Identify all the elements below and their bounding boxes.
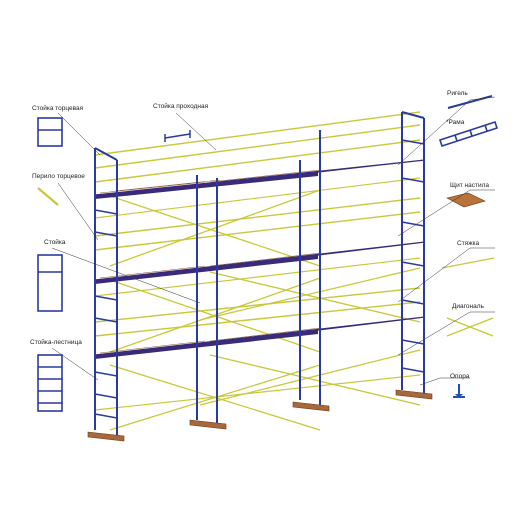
deck-bottom-front [95, 330, 318, 359]
diagonal-braces [109, 189, 421, 431]
base-pad-1 [87, 431, 125, 442]
label-styazhka: Стяжка [457, 240, 480, 247]
deck-top [94, 159, 426, 196]
base-pads [87, 389, 433, 442]
label-opora: Опора [450, 373, 470, 380]
guard-rails [94, 111, 421, 337]
label-diagonal: Диагональ [452, 303, 484, 310]
labels: Ригель *Рама Стойка торцевая Стойка прох… [30, 90, 489, 380]
label-stoika-prokhodnaya: Стойка проходная [153, 102, 209, 110]
rigel-icon [447, 95, 493, 109]
label-rama: *Рама [446, 119, 465, 126]
label-perilo-tortsevoe: Перило торцевое [32, 173, 85, 180]
perilo-tortsevoe-icon [37, 187, 59, 206]
opora-icon [453, 384, 465, 398]
styazhka-icon [441, 257, 495, 269]
stoika-tortsevaya-icon [37, 117, 63, 147]
scaffold-assembly [87, 111, 433, 442]
label-stoika-lestnitsa: Стойка-лестница [30, 338, 82, 346]
base-pad-4 [395, 389, 433, 400]
deck-top-front [95, 172, 318, 199]
leader-lines [51, 96, 496, 386]
deck-middle [94, 241, 426, 281]
shchit-nastila-icon [446, 192, 486, 208]
deck-boards [94, 159, 426, 359]
diagonal-icon [446, 317, 494, 337]
label-shchit-nastila: Щит настила [450, 182, 489, 189]
lower-rails [94, 177, 421, 411]
deck-middle-front [95, 255, 318, 284]
stoika-lestnitsa-icon [37, 354, 63, 412]
rama-icon [438, 120, 499, 148]
ladder-rungs [94, 139, 425, 419]
stoika-icon [37, 254, 63, 312]
stoika-prokhodnaya-icon [164, 130, 191, 142]
label-rigel: Ригель [447, 90, 468, 97]
base-pad-3 [292, 401, 330, 412]
label-stoika-tortsevaya: Стойка торцевая [32, 104, 84, 112]
label-stoika: Стойка [44, 238, 66, 246]
base-pad-2 [189, 419, 227, 430]
deck-bottom [94, 316, 426, 356]
